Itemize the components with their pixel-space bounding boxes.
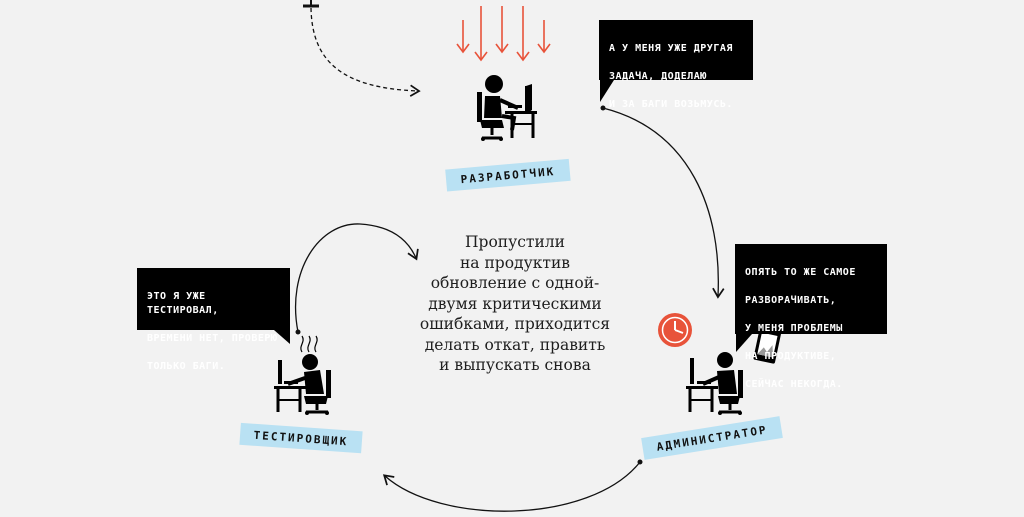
tester-label: ТЕСТИРОВЩИК [239,422,363,454]
admin-speech-bubble: ОПЯТЬ ТО ЖЕ САМОЕ РАЗВОРАЧИВАТЬ, У МЕНЯ … [735,244,887,390]
admin-bubble-tail [736,334,752,352]
admin-at-desk-icon [686,352,743,415]
incoming-dashed-arrow [303,0,421,97]
arrow-developer-to-admin [602,107,725,299]
arrow-tester-to-center [294,223,419,333]
tester-at-desk-icon [274,335,331,415]
developer-at-desk-icon [477,75,537,141]
admin-label: АДМИНИСТРАТОР [641,416,783,460]
tablet-icon [753,328,781,364]
developer-label: РАЗРАБОТЧИК [445,158,571,192]
arrow-admin-to-tester [382,461,641,512]
tester-speech-bubble: ЭТО Я УЖЕ ТЕСТИРОВАЛ, ВРЕМЕНИ НЕТ, ПРОВЕ… [137,268,290,372]
center-description: Пропустили на продуктив обновление с одн… [419,233,611,374]
steam-icon [300,335,304,353]
developer-speech-bubble: А У МЕНЯ УЖЕ ДРУГАЯ ЗАДАЧА, ДОДЕЛАЮ И ЗА… [599,20,753,110]
tester-bubble-tail [274,330,290,344]
down-arrows-icon [456,6,551,62]
clock-icon [658,313,692,347]
developer-bubble-tail [600,80,614,102]
